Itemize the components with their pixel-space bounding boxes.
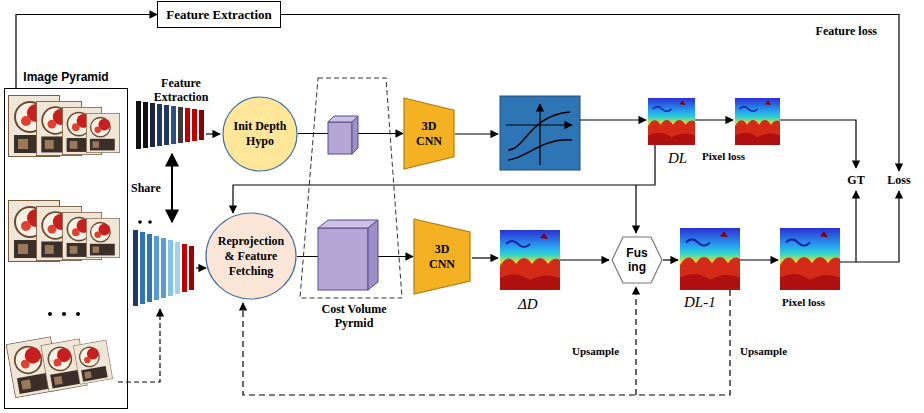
upsample-label: Upsample (740, 345, 787, 358)
ground-truth: GT (843, 172, 869, 188)
cnn-block: 3D CNN (403, 97, 455, 170)
loss-label: Pixel loss (702, 150, 745, 163)
node-text: Fus ing (624, 246, 650, 274)
process-circle: Reprojection & Feature Fetching (205, 212, 297, 300)
cost-volume (318, 116, 378, 290)
frame-heading: Image Pyramid (5, 70, 127, 84)
loss-label: Pixel loss (782, 296, 825, 309)
stage-label: Feature Extraction (146, 77, 216, 105)
node-text: 3D CNN (409, 119, 449, 149)
process-box: Feature Extraction (157, 1, 281, 28)
depth-symbol: DL-1 (684, 294, 716, 311)
share-label: Share (131, 182, 161, 196)
depth-symbol: ΔD (518, 296, 538, 313)
node-text: Loss (887, 173, 910, 188)
stage-label: Cost Volume Pyrmid (306, 303, 402, 331)
depth-maps (500, 98, 840, 290)
loss-node: Loss (884, 172, 914, 188)
node-text: Init Depth Hypo (228, 119, 292, 149)
depth-symbol: DL (668, 150, 687, 167)
node-text: Feature Extraction (166, 7, 272, 23)
regression-box (500, 96, 580, 170)
node-text: 3D CNN (422, 242, 462, 272)
cnn-block: 3D CNN (413, 218, 471, 295)
pyramid-images (6, 96, 120, 398)
upsample-label: Upsample (572, 345, 619, 358)
edge-label: Feature loss (816, 25, 877, 39)
process-circle: Init Depth Hypo (222, 96, 298, 172)
image-pyramid-frame: Image Pyramid (4, 88, 128, 409)
node-text: GT (847, 173, 864, 188)
node-text: Reprojection & Feature Fetching (213, 234, 289, 279)
cost-volume-outline (300, 78, 402, 298)
flow-arrow (281, 15, 899, 172)
feature-stack (133, 101, 204, 306)
fusion-hexagon: Fus ing (611, 236, 663, 284)
